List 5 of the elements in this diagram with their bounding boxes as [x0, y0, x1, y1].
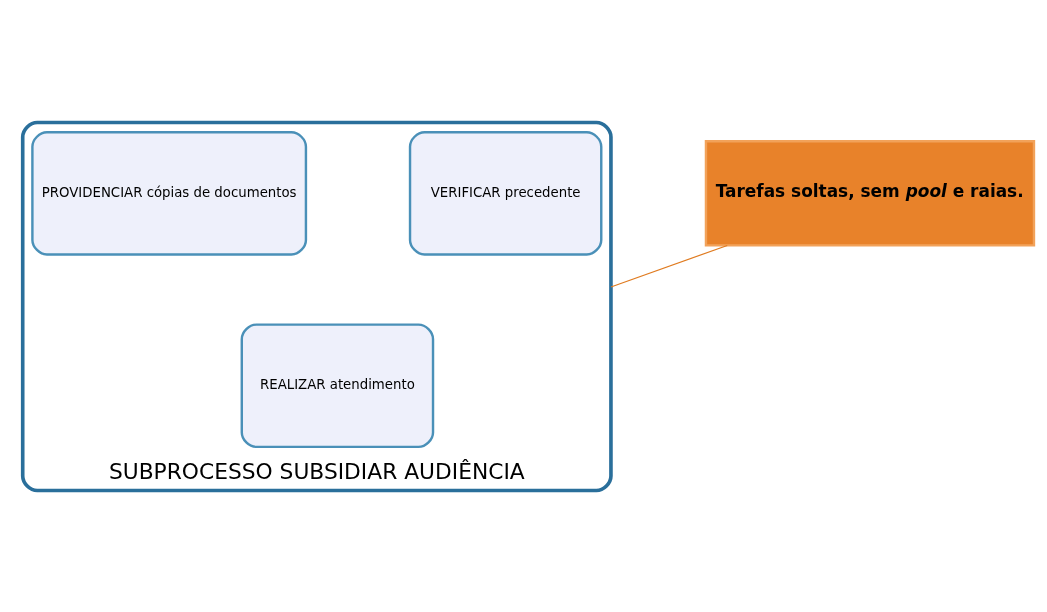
connector: [610, 244, 728, 288]
node-box: VERIFICAR precedente: [408, 130, 603, 256]
node-box: REALIZAR atendimento: [240, 322, 435, 448]
node-box: PROVIDENCIAR cópias de documentos: [31, 130, 308, 256]
node-box: Tarefas soltas, sem pool e raias.: [704, 139, 1036, 247]
